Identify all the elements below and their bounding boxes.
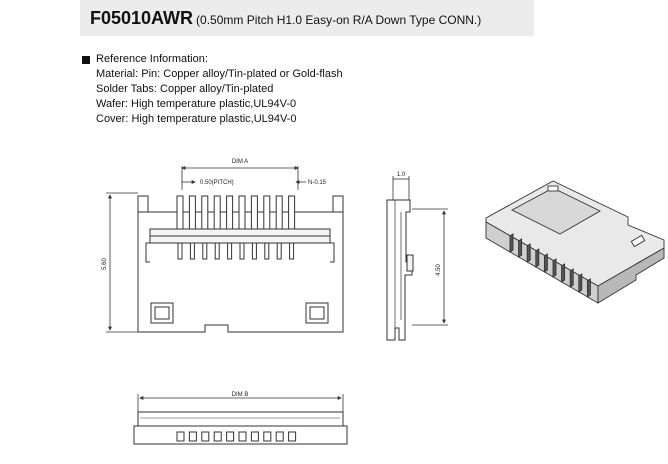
front-view	[137, 195, 344, 333]
dim-b-dimension	[137, 394, 344, 412]
front-slots	[177, 242, 295, 260]
dim-a-dimension	[181, 166, 306, 190]
iso-pin	[578, 273, 583, 293]
square-bullet-icon	[82, 55, 90, 64]
pin-slot	[202, 242, 208, 260]
front-pins	[137, 195, 344, 230]
iso-pin	[543, 253, 548, 273]
bottom-pin	[288, 431, 297, 442]
bottom-pin	[188, 431, 197, 442]
pin	[226, 195, 234, 230]
isometric-view	[485, 180, 665, 304]
iso-pin	[535, 248, 540, 268]
n-spacing-label: N-0.15	[308, 180, 327, 186]
pin	[263, 195, 271, 230]
pin-slot	[177, 242, 183, 260]
bottom-pin	[250, 431, 259, 442]
bottom-pin	[263, 431, 272, 442]
height-label: 5.60	[102, 258, 108, 270]
pin	[213, 195, 221, 230]
pin-slot	[264, 242, 270, 260]
reference-line: Solder Tabs: Copper alloy/Tin-plated	[96, 83, 274, 95]
mount-tab	[137, 195, 149, 213]
pin	[188, 195, 196, 230]
pin	[238, 195, 246, 230]
bottom-pin	[226, 431, 235, 442]
bottom-view	[133, 411, 348, 445]
reference-line: Wafer: High temperature plastic,UL94V-0	[96, 98, 297, 110]
pin	[176, 195, 184, 230]
pin-slot	[189, 242, 195, 260]
bottom-pin	[213, 431, 222, 442]
iso-pin	[569, 268, 574, 288]
part-number: F05010AWR	[90, 8, 194, 28]
iso-pin	[518, 238, 523, 258]
height-dimension	[106, 192, 138, 333]
reference-info: Reference Information: Material: Pin: Co…	[82, 52, 343, 127]
iso-pin	[526, 243, 531, 263]
thickness-label: 1.0	[397, 172, 406, 178]
dim-a-label: DIM A	[232, 159, 248, 165]
pin	[201, 195, 209, 230]
pitch-label: 0.50(PITCH)	[200, 180, 234, 186]
side-view	[386, 199, 414, 341]
pin-slot	[276, 242, 282, 260]
pin	[250, 195, 258, 230]
reference-line: Material: Pin: Copper alloy/Tin-plated o…	[96, 68, 343, 80]
side-height-label: 4.50	[436, 264, 442, 276]
pin-slot	[227, 242, 233, 260]
reference-heading: Reference Information:	[96, 53, 208, 65]
product-title: F05010AWR(0.50mm Pitch H1.0 Easy-on R/A …	[90, 8, 481, 29]
thickness-dimension	[392, 176, 410, 200]
pin	[275, 195, 283, 230]
iso-pin	[586, 278, 591, 298]
bottom-pins	[176, 431, 297, 442]
iso-pin	[552, 258, 557, 278]
pin-slot	[214, 242, 220, 260]
reference-heading-row: Reference Information:	[82, 52, 343, 67]
pin-slot	[239, 242, 245, 260]
reference-line: Cover: High temperature plastic,UL94V-0	[96, 113, 297, 125]
title-bar	[80, 0, 534, 36]
bottom-pin	[275, 431, 284, 442]
pin-slot	[251, 242, 257, 260]
mount-tab	[332, 195, 344, 213]
pin-slot	[289, 242, 295, 260]
pin	[288, 195, 296, 230]
iso-pin	[509, 233, 514, 253]
bottom-pin	[238, 431, 247, 442]
dim-b-label: DIM B	[232, 392, 249, 398]
isometric-pins	[509, 233, 591, 298]
iso-pin	[561, 263, 566, 283]
side-height-dimension	[412, 208, 448, 326]
part-description: (0.50mm Pitch H1.0 Easy-on R/A Down Type…	[196, 13, 482, 27]
bottom-pin	[201, 431, 210, 442]
bottom-pin	[176, 431, 185, 442]
